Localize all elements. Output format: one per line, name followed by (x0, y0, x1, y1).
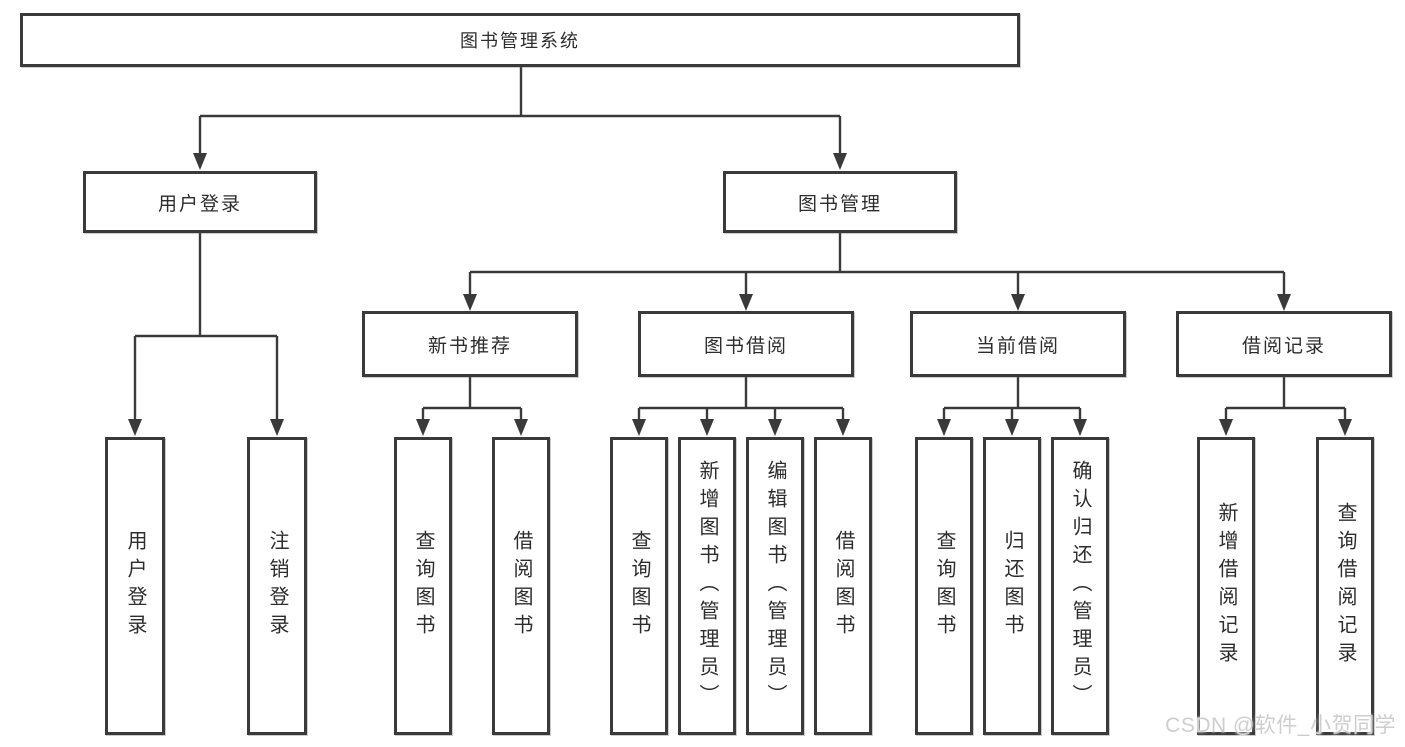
leaf-current-query: 查询图书 (915, 437, 973, 735)
node-borrow-records-label: 借阅记录 (1241, 335, 1326, 357)
node-root-system-label: 图书管理系统 (460, 31, 580, 51)
node-borrow-records: 借阅记录 (1176, 311, 1392, 377)
node-user-login: 用户登录 (83, 171, 317, 233)
csdn-watermark: CSDN @软件_小贺同学 (1165, 714, 1396, 737)
node-new-book-recommend: 新书推荐 (362, 311, 578, 377)
leaf-record-add-label: 新增借阅记录 (1215, 502, 1237, 670)
leaf-logout-label: 注销登录 (266, 530, 288, 642)
leaf-record-add: 新增借阅记录 (1197, 437, 1255, 735)
connector-edges (133, 67, 1347, 420)
leaf-newbook-query: 查询图书 (394, 437, 452, 735)
leaf-borrow-add-admin-label: 新增图书（管理员） (696, 460, 718, 712)
node-current-borrow-label: 当前借阅 (975, 335, 1060, 357)
leaf-current-confirm-admin-label: 确认归还（管理员） (1069, 460, 1091, 712)
leaf-record-query-label: 查询借阅记录 (1334, 502, 1356, 670)
node-book-management: 图书管理 (723, 171, 957, 233)
node-current-borrow: 当前借阅 (910, 311, 1126, 377)
leaf-record-query: 查询借阅记录 (1316, 437, 1374, 735)
leaf-newbook-query-label: 查询图书 (412, 530, 434, 642)
leaf-current-return-label: 归还图书 (1001, 530, 1023, 642)
leaf-newbook-borrow: 借阅图书 (492, 437, 550, 735)
node-root-system: 图书管理系统 (20, 13, 1020, 67)
leaf-borrow-edit-admin: 编辑图书（管理员） (746, 437, 804, 735)
leaf-newbook-borrow-label: 借阅图书 (510, 530, 532, 642)
leaf-borrow-query: 查询图书 (610, 437, 668, 735)
leaf-borrow-query-label: 查询图书 (628, 530, 650, 642)
leaf-current-query-label: 查询图书 (933, 530, 955, 642)
node-book-borrow: 图书借阅 (638, 311, 854, 377)
leaf-borrow-add-admin: 新增图书（管理员） (678, 437, 736, 735)
leaf-borrow-borrow-label: 借阅图书 (832, 530, 854, 642)
node-new-book-recommend-label: 新书推荐 (427, 335, 512, 357)
leaf-current-return: 归还图书 (983, 437, 1041, 735)
node-book-borrow-label: 图书借阅 (703, 335, 788, 357)
leaf-logout: 注销登录 (247, 437, 307, 735)
leaf-user-login: 用户登录 (105, 437, 165, 735)
leaf-current-confirm-admin: 确认归还（管理员） (1051, 437, 1109, 735)
node-book-management-label: 图书管理 (797, 193, 882, 215)
leaf-user-login-label: 用户登录 (124, 530, 146, 642)
arrowheads (128, 153, 1352, 436)
leaf-borrow-borrow: 借阅图书 (814, 437, 872, 735)
node-user-login-label: 用户登录 (157, 193, 242, 215)
leaf-borrow-edit-admin-label: 编辑图书（管理员） (764, 460, 786, 712)
